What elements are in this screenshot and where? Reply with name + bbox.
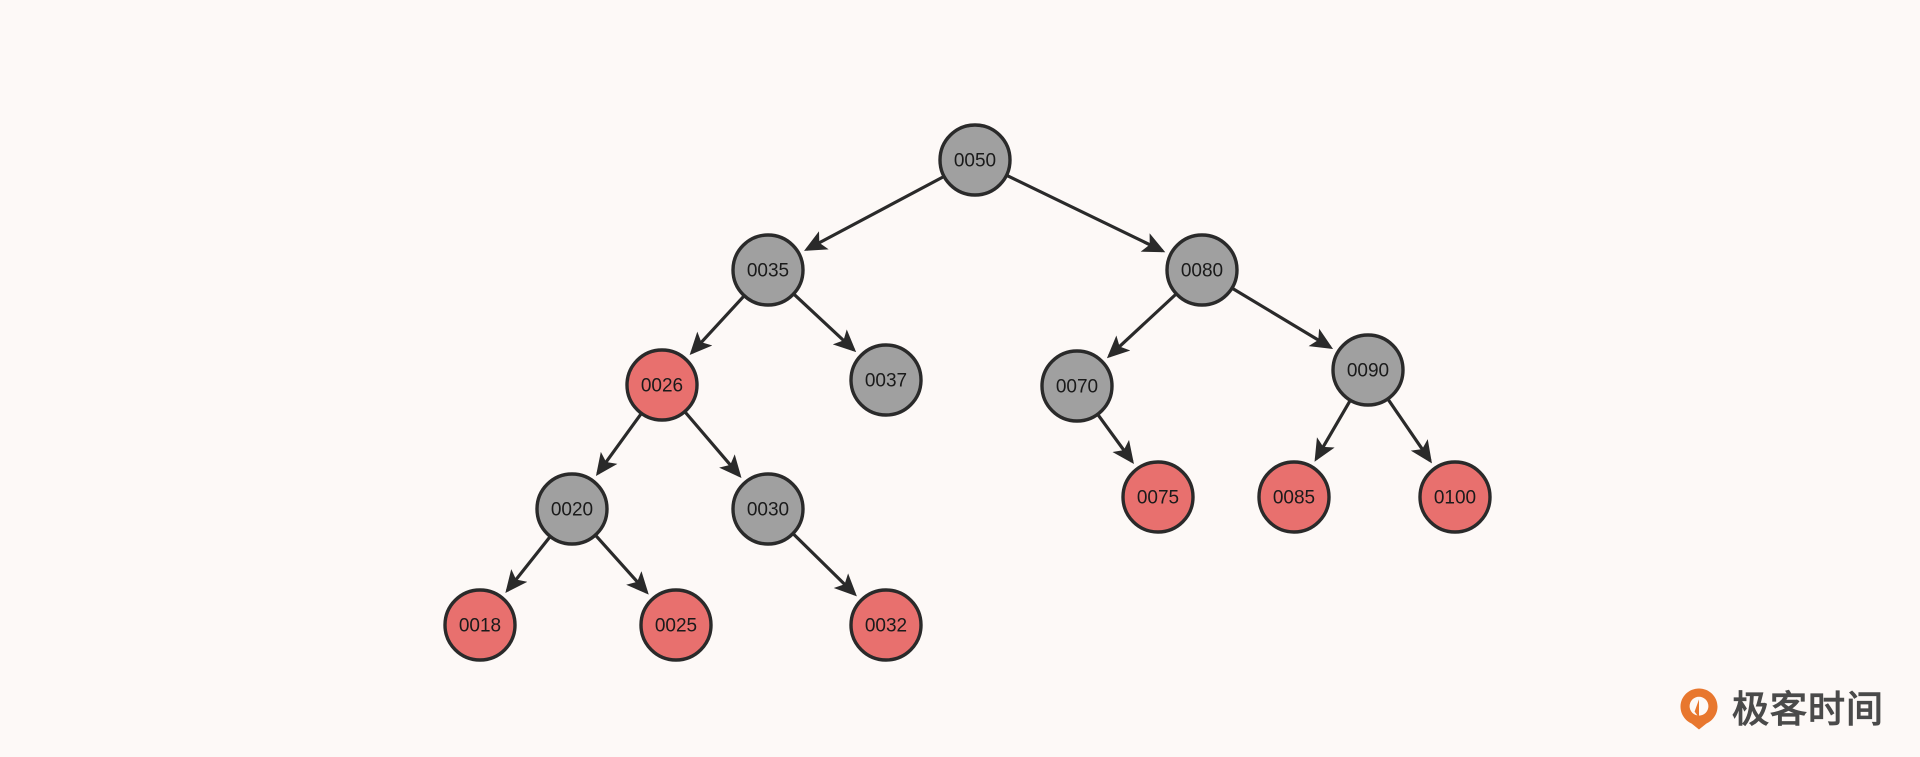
- tree-node[interactable]: 0030: [731, 472, 805, 546]
- tree-edges: [505, 174, 1432, 597]
- tree-node[interactable]: 0050: [938, 123, 1012, 197]
- brand-name: 极客时间: [1732, 688, 1884, 730]
- tree-node-circle[interactable]: [443, 588, 517, 662]
- tree-edge: [1387, 398, 1432, 464]
- tree-node[interactable]: 0026: [625, 348, 699, 422]
- tree-node-circle[interactable]: [1257, 460, 1331, 534]
- tree-edge: [1006, 174, 1166, 253]
- tree-edge: [804, 175, 944, 251]
- tree-edge: [505, 536, 551, 594]
- tree-node-circle[interactable]: [1040, 349, 1114, 423]
- tree-edge: [1106, 293, 1177, 359]
- tree-node[interactable]: 0090: [1331, 333, 1405, 407]
- tree-nodes: 0050 0035 0080 0026 0037 0070 0090 0020 0030 0075…: [443, 123, 1492, 662]
- tree-node-circle[interactable]: [1331, 333, 1405, 407]
- tree-edge: [684, 411, 742, 478]
- tree-edge: [689, 295, 745, 356]
- tree-node[interactable]: 0025: [639, 588, 713, 662]
- tree-node-circle[interactable]: [731, 233, 805, 307]
- geektime-pin-icon: [1680, 688, 1718, 730]
- tree-edge: [594, 534, 649, 595]
- tree-node[interactable]: 0100: [1418, 460, 1492, 534]
- tree-edge: [792, 533, 857, 597]
- tree-node[interactable]: 0075: [1121, 460, 1195, 534]
- tree-node[interactable]: 0035: [731, 233, 805, 307]
- tree-edge: [1096, 414, 1134, 465]
- tree-node-circle[interactable]: [1418, 460, 1492, 534]
- tree-node-circle[interactable]: [535, 472, 609, 546]
- tree-node-circle[interactable]: [731, 472, 805, 546]
- tree-node[interactable]: 0032: [849, 588, 923, 662]
- tree-node-circle[interactable]: [849, 588, 923, 662]
- tree-node[interactable]: 0020: [535, 472, 609, 546]
- tree-node-circle[interactable]: [639, 588, 713, 662]
- tree-node[interactable]: 0080: [1165, 233, 1239, 307]
- tree-edge: [1232, 287, 1334, 349]
- brand-logo: 极客时间: [1677, 687, 1884, 731]
- tree-node-circle[interactable]: [625, 348, 699, 422]
- tree-edge: [793, 293, 857, 353]
- tree-node[interactable]: 0037: [849, 343, 923, 417]
- tree-node-circle[interactable]: [1165, 233, 1239, 307]
- tree-node-circle[interactable]: [849, 343, 923, 417]
- tree-edge: [1314, 400, 1352, 462]
- tree-node-circle[interactable]: [1121, 460, 1195, 534]
- tree-node-circle[interactable]: [938, 123, 1012, 197]
- tree-node[interactable]: 0018: [443, 588, 517, 662]
- tree-node[interactable]: 0070: [1040, 349, 1114, 423]
- tree-node[interactable]: 0085: [1257, 460, 1331, 534]
- tree-edge: [595, 413, 643, 476]
